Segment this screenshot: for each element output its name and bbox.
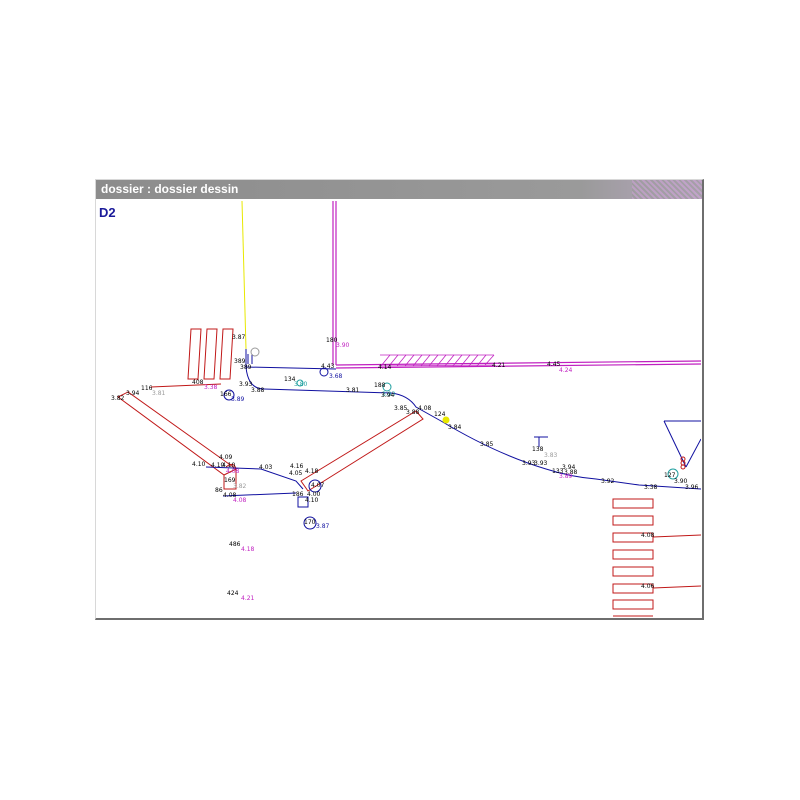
elevation-label: 4.10 (222, 462, 236, 469)
elevation-label: 124 (434, 411, 446, 418)
elevation-label: 4.10 (211, 462, 225, 469)
survey-drawing: 3.871803.903893894.433.684.144.214.454.2… (111, 200, 701, 617)
drawing-window: dossier : dossier dessin D2 (95, 179, 704, 620)
elevation-label: 3.89 (559, 473, 573, 480)
elevation-label: 3.93 (382, 391, 396, 398)
elevation-label: 4.08 (418, 405, 432, 412)
elevation-label: 3.82 (233, 483, 247, 490)
elevation-label: 3.94 (562, 464, 576, 471)
elevation-label: 389 (234, 358, 246, 365)
hatched-zone (379, 354, 495, 367)
elevation-label: 134 (284, 376, 296, 383)
elevation-label: 3.90 (336, 342, 350, 349)
elevation-label: 3.87 (232, 334, 246, 341)
manholes (223, 347, 686, 530)
elevation-label: 3.85 (480, 441, 494, 448)
window-title: dossier : dossier dessin (101, 182, 239, 196)
boundary-line-horizontal-a (335, 360, 701, 366)
window-titlebar[interactable]: dossier : dossier dessin (96, 180, 702, 199)
elevation-label: 4.43 (321, 363, 335, 370)
elevation-label: 4.16 (290, 463, 304, 470)
elevation-label: 3.93 (239, 381, 253, 388)
elevation-label: 3.68 (329, 373, 343, 380)
elevation-label: 116 (141, 385, 153, 392)
elevation-label: 4.08 (641, 532, 655, 539)
elevation-label: 188 (374, 382, 386, 389)
elevation-label: 3.93 (534, 460, 548, 467)
elevation-label: 3.82 (111, 395, 125, 402)
elevation-label: 3.88 (251, 387, 265, 394)
elevation-label: 3.96 (685, 484, 699, 491)
elevation-label: 170 (304, 519, 316, 526)
elevation-label: 4.07 (311, 482, 325, 489)
elevation-label: 169 (224, 477, 236, 484)
elevation-label: 4.03 (259, 464, 273, 471)
elevation-label: 4.14 (378, 364, 392, 371)
elevation-label: 3.38 (204, 384, 218, 391)
elevation-label: 3.90 (674, 478, 688, 485)
elevation-label: 4.08 (226, 468, 240, 475)
elevation-label: 3.80 (294, 381, 308, 388)
elevation-label: 180 (326, 337, 338, 344)
elevation-label: 3.89 (231, 396, 245, 403)
elevation-label: 3.81 (152, 390, 166, 397)
elevation-label: 4.09 (219, 454, 233, 461)
elevation-label: 4.10 (192, 461, 206, 468)
elevation-label: 4.18 (305, 468, 319, 475)
red-boxes (612, 498, 701, 617)
elevation-label: 3.93 (522, 460, 536, 467)
elevation-label: 3.87 (316, 523, 330, 530)
elevation-label: 3.84 (448, 424, 462, 431)
elevation-label: 4.24 (559, 367, 573, 374)
sheet-label: D2 (99, 205, 116, 220)
elevation-label: 4.05 (289, 470, 303, 477)
elevation-label: 4.00 (307, 491, 321, 498)
elevation-label: 166 (220, 391, 232, 398)
elevation-label: 4.21 (492, 362, 506, 369)
elevation-label: 4.08 (223, 492, 237, 499)
elevation-label: 3.83 (544, 452, 558, 459)
drawing-canvas[interactable]: D2 (96, 199, 701, 617)
elevation-label: 3.81 (346, 387, 360, 394)
elevation-label: 3.88 (564, 469, 578, 476)
elevation-label: 86 (215, 487, 223, 494)
yellow-axis-line (241, 200, 247, 350)
boundary-line-horizontal-b (335, 363, 701, 369)
elevation-label: 133 (552, 468, 564, 475)
red-structures (117, 383, 424, 492)
elevation-label: 4.10 (305, 497, 319, 504)
elevation-label: 4.45 (547, 361, 561, 368)
elevation-label: 186 (292, 491, 304, 498)
elevation-label: 4.18 (241, 546, 255, 553)
elevation-label: 4.08 (233, 497, 247, 504)
elevation-label: 138 (532, 446, 544, 453)
parking-stalls (187, 328, 234, 380)
elevation-label: 3.85 (394, 405, 408, 412)
elevation-label: 389 (240, 364, 252, 371)
elevation-label: 4.21 (241, 595, 255, 602)
elevation-label: 3.38 (644, 484, 658, 491)
elevation-label: 3.94 (126, 390, 140, 397)
elevation-label: 408 (192, 379, 204, 386)
titlebar-pattern (632, 180, 702, 199)
elevation-label: 3.94 (381, 392, 395, 399)
elevation-label: 3.92 (601, 478, 615, 485)
elevation-label: 424 (227, 590, 239, 597)
elevation-label: 3.88 (406, 409, 420, 416)
elevation-label: 4.06 (641, 583, 655, 590)
pipe-network (205, 349, 701, 508)
elevation-label: 127 (664, 472, 676, 479)
elevation-label: 486 (229, 541, 241, 548)
